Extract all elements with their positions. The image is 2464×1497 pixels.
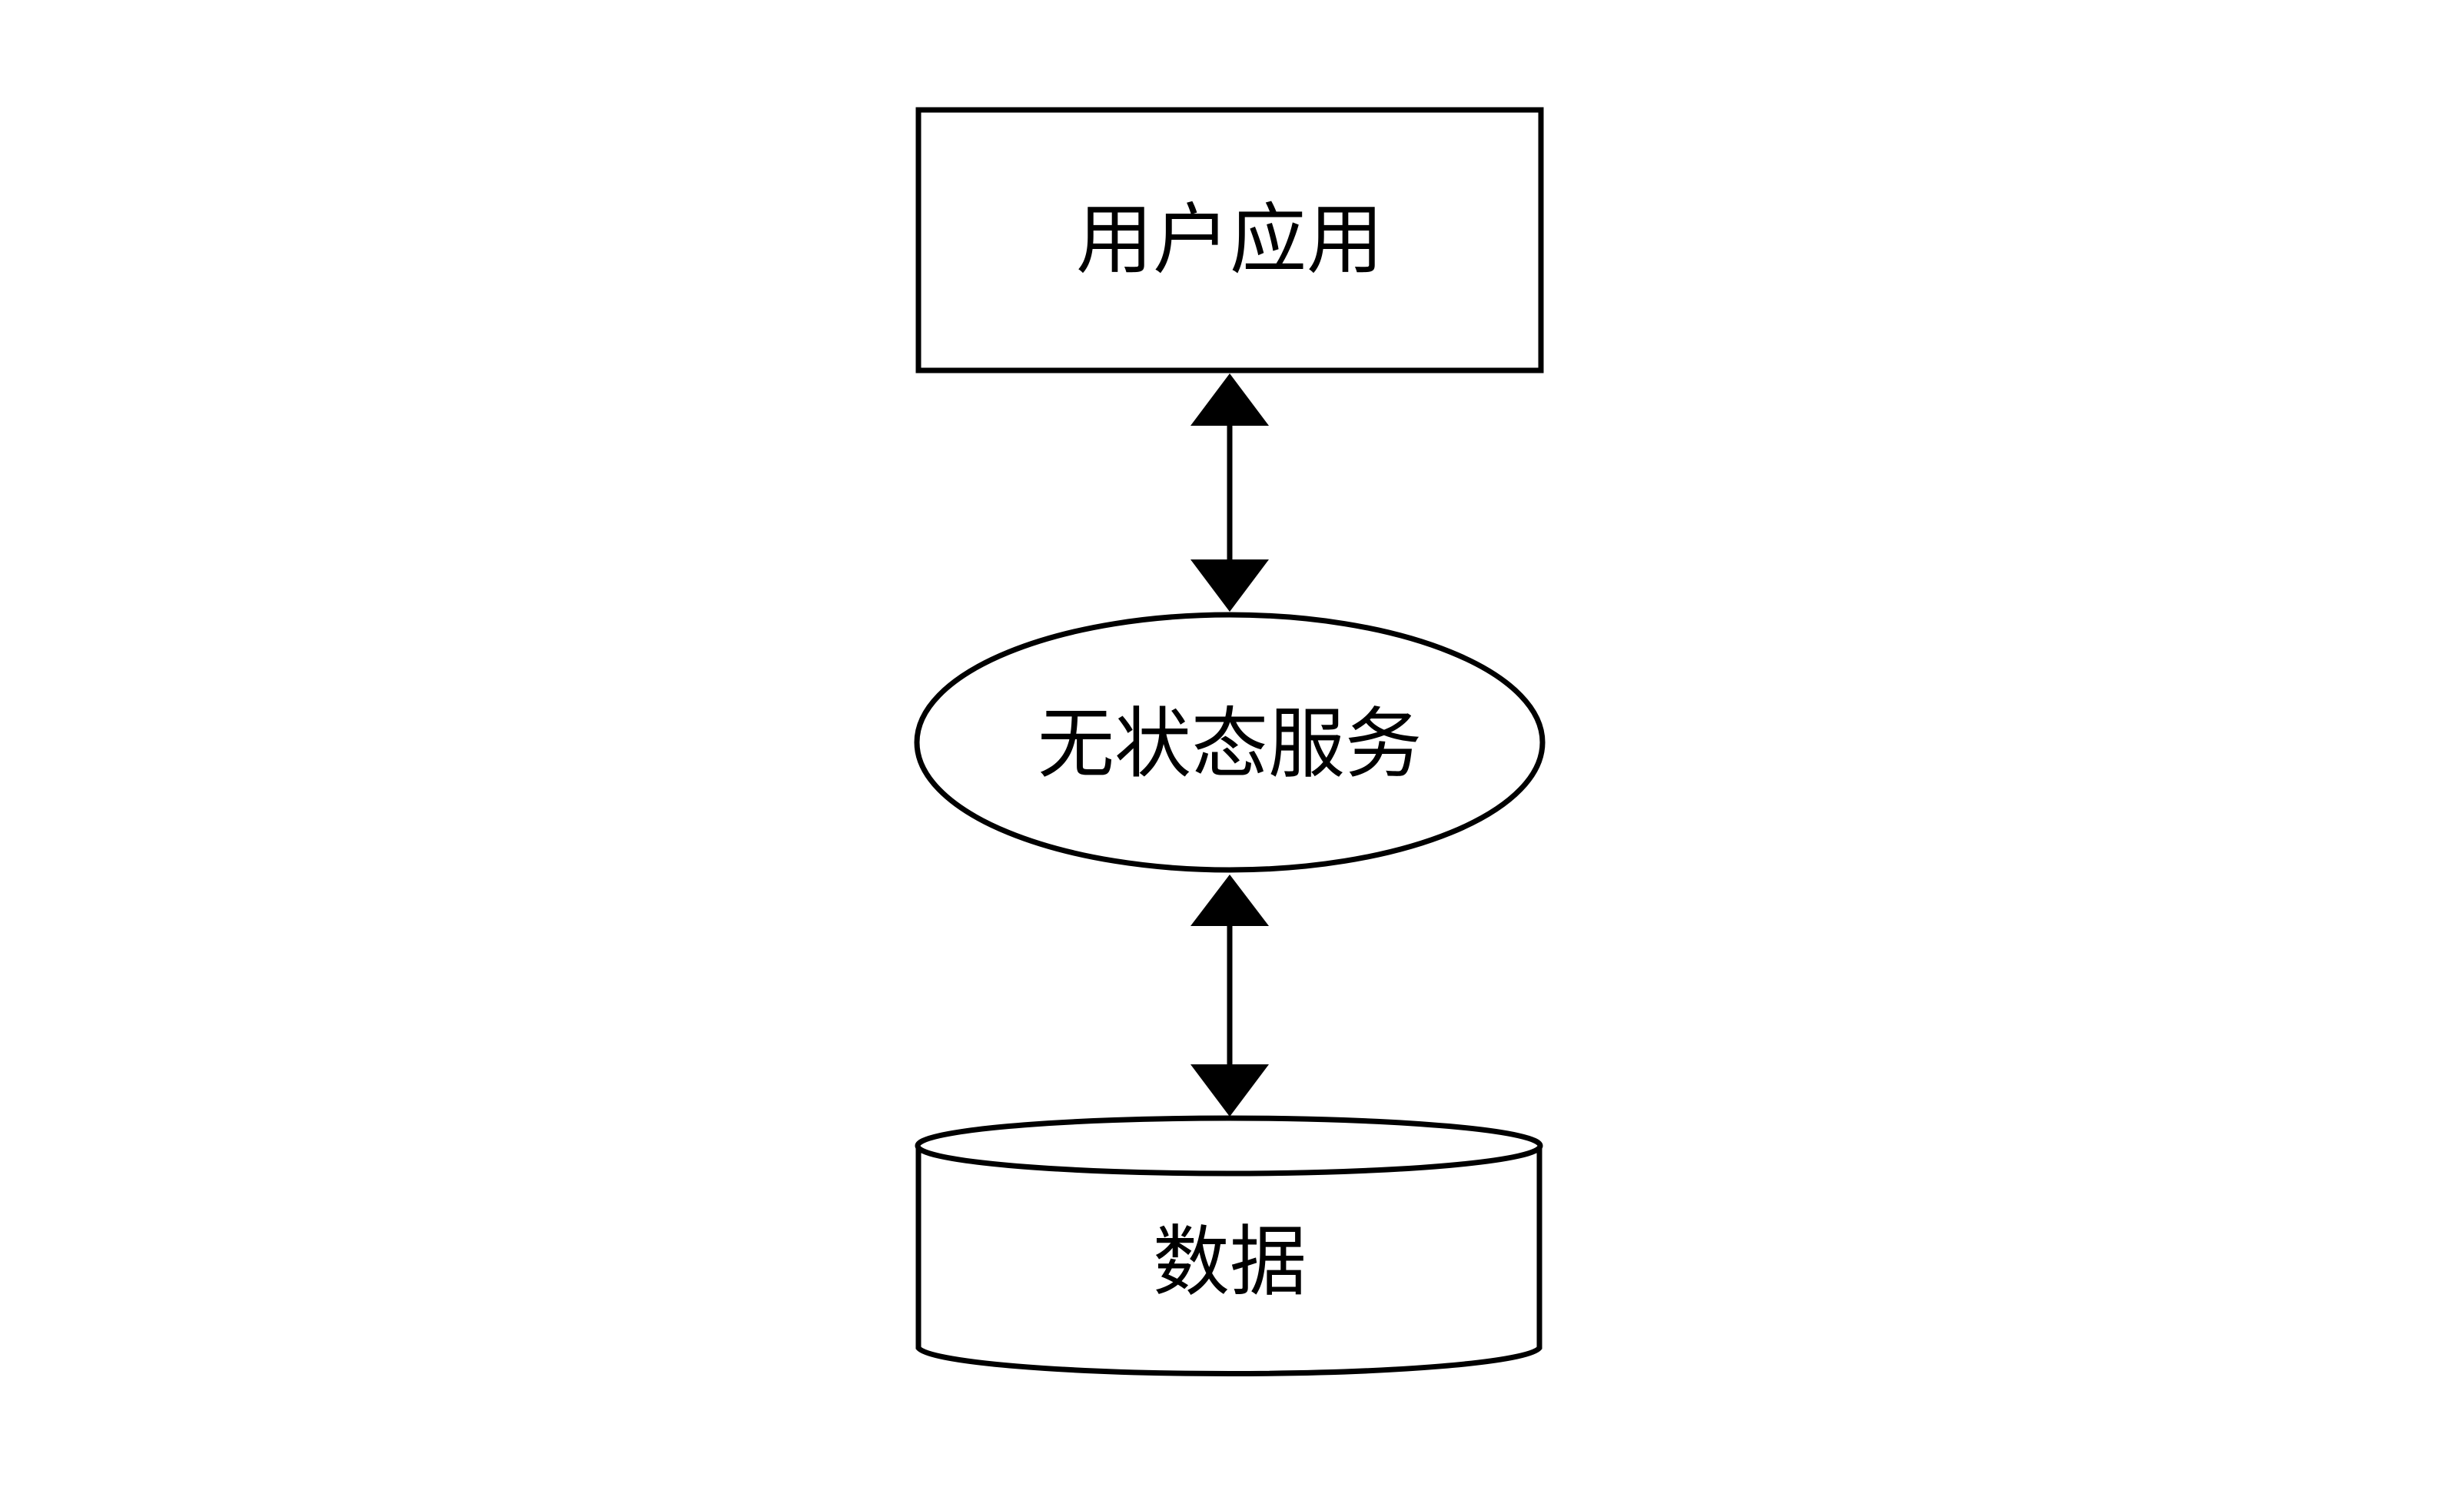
stateless-service-label: 无状态服务 [1038, 699, 1422, 789]
stateless-service-ellipse[interactable] [914, 612, 1546, 873]
node-data-store[interactable]: 数据 [915, 1115, 1543, 1376]
edge-app-service-arrowhead-up [1190, 373, 1269, 426]
edge-service-data-arrowhead-up [1190, 875, 1269, 926]
edge-app-service-arrowhead-down [1190, 559, 1269, 612]
data-store-cylinder-body[interactable] [915, 1143, 1542, 1376]
user-application-rect[interactable] [915, 107, 1544, 373]
edge-service-data[interactable] [1190, 875, 1269, 1117]
user-application-label: 用户应用 [1076, 195, 1383, 285]
node-stateless-service[interactable]: 无状态服务 [914, 612, 1546, 873]
node-user-application[interactable]: 用户应用 [915, 107, 1544, 373]
data-store-label: 数据 [1153, 1217, 1307, 1307]
edge-service-data-arrowhead-down [1190, 1064, 1269, 1117]
edge-app-service[interactable] [1190, 373, 1269, 612]
data-store-cylinder-top[interactable] [915, 1115, 1543, 1177]
